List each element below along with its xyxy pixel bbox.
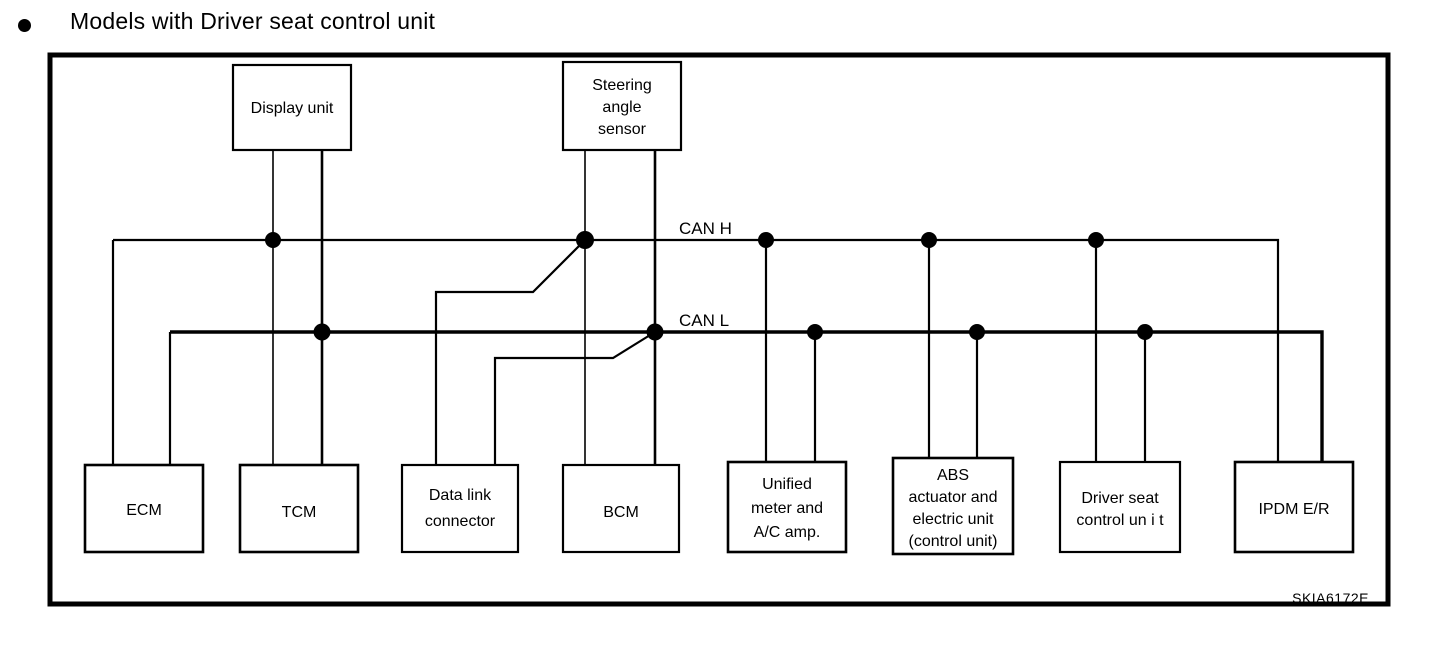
junction-dot-unified-meter-can-h [758,232,774,248]
box-label-line: ECM [126,502,162,519]
junction-dot-abs-can-h [921,232,937,248]
box-outline [231,63,353,152]
bottom-unit-data-link-connector: Data link connector [400,463,520,554]
box-label-line: electric unit [913,511,994,528]
bus-label-can-h: CAN H [679,219,732,238]
box-outline [561,463,681,554]
box-label-line: ABS [937,467,969,484]
box-label-line: actuator and [909,489,998,506]
junction-dot-steering-can-h [576,231,594,249]
bullet-icon [18,19,31,32]
box-label-line: TCM [282,504,317,521]
bottom-unit-driver-seat-control-unit: Driver seat control un i t [1058,460,1182,554]
bus-label-can-l: CAN L [679,311,729,330]
section-heading: Models with Driver seat control unit [0,0,1440,50]
box-outline [561,60,683,152]
junction-dot-driver-seat-can-h [1088,232,1104,248]
box-outline [1058,460,1182,554]
box-label-line: A/C amp. [754,524,821,541]
box-label-line: BCM [603,504,639,521]
junction-dot-abs-can-l [969,324,985,340]
box-outline [238,463,360,554]
box-outline [400,463,520,554]
junction-dot-unified-meter-can-l [807,324,823,340]
box-label-line: meter and [751,500,823,517]
junction-dot-display-can-h [265,232,281,248]
bottom-unit-tcm: TCM [238,463,360,554]
box-label-line: Unified [762,476,812,493]
box-label-line: IPDM E/R [1258,501,1329,518]
bottom-unit-abs-actuator-electric-unit: ABS actuator and electric unit (control … [891,456,1015,556]
bus-line-can-h [113,238,1280,332]
box-label-line: Display unit [251,100,334,117]
wire-data-link-connector-can-h [434,239,586,465]
bottom-unit-bcm: BCM [561,463,681,554]
box-label-line: control un i t [1076,512,1164,529]
junction-dot-display-can-l [313,323,331,341]
wire-data-link-connector-can-l [493,331,656,465]
junction-dot-steering-can-l [646,323,664,341]
diagram-frame [47,52,1391,607]
box-outline [83,463,205,554]
top-unit-steering-angle-sensor: Steering angle sensor [561,60,683,152]
box-label-line: angle [602,99,641,116]
box-label-line: Data link [429,487,492,504]
box-label-line: sensor [598,121,647,138]
box-outline [891,456,1015,556]
box-label-line: connector [425,513,496,530]
bottom-unit-ecm: ECM [83,463,205,554]
bus-line-can-l [170,330,1324,465]
bottom-unit-unified-meter-ac-amp: Unified meter and A/C amp. [726,460,848,554]
box-label-line: Steering [592,77,652,94]
box-outline [726,460,848,554]
diagram-reference-code: SKIA6172E [1292,590,1369,606]
box-label-line: (control unit) [909,533,998,550]
box-label-line: Driver seat [1081,490,1159,507]
junction-dot-driver-seat-can-l [1137,324,1153,340]
top-unit-display-unit: Display unit [231,63,353,152]
box-outline [1233,460,1355,554]
page-title: Models with Driver seat control unit [70,8,436,34]
bottom-unit-ipdm-er: IPDM E/R [1233,460,1355,554]
